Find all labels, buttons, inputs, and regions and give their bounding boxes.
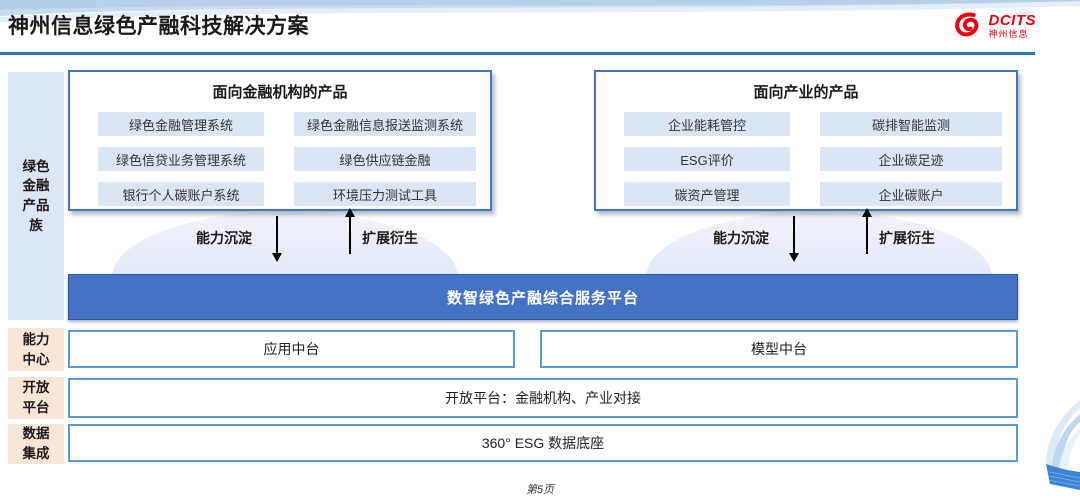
expand-derive-label: 扩展衍生 xyxy=(362,230,418,246)
rail-capability-center-label: 能力中心 xyxy=(22,331,50,367)
rail-product-family: 绿色金融产品族 xyxy=(8,72,64,320)
product-box-financial-title: 面向金融机构的产品 xyxy=(212,84,348,101)
product-item: 绿色金融管理系统 xyxy=(98,112,264,136)
corner-swoosh-decoration xyxy=(1046,400,1080,490)
rail-open-platform: 开放平台 xyxy=(8,377,64,419)
product-box-industry: 面向产业的产品 企业能耗管控 碳排智能监测 ESG评价 企业碳足迹 碳资产管理 … xyxy=(594,70,1018,211)
arrow-up-icon xyxy=(345,208,355,254)
product-item: 绿色供应链金融 xyxy=(294,147,476,171)
page-title: 神州信息绿色产融科技解决方案 xyxy=(8,15,309,38)
esg-data-base-box: 360° ESG 数据底座 xyxy=(68,424,1018,462)
product-item: 企业能耗管控 xyxy=(624,112,790,136)
product-box-financial-items: 绿色金融管理系统 绿色金融信息报送监测系统 绿色信贷业务管理系统 绿色供应链金融… xyxy=(70,102,490,206)
capability-deposit-label: 能力沉淀 xyxy=(196,230,252,246)
company-logo: DCITS 神州信息 xyxy=(951,10,1037,42)
dome-decoration-left xyxy=(112,212,458,274)
platform-banner: 数智绿色产融综合服务平台 xyxy=(68,274,1018,320)
product-box-financial: 面向金融机构的产品 绿色金融管理系统 绿色金融信息报送监测系统 绿色信贷业务管理… xyxy=(68,70,492,211)
rail-capability-center: 能力中心 xyxy=(8,328,64,371)
rail-open-platform-label: 开放平台 xyxy=(22,380,50,415)
logo-brand: DCITS xyxy=(988,12,1036,29)
product-box-industry-items: 企业能耗管控 碳排智能监测 ESG评价 企业碳足迹 碳资产管理 企业碳账户 xyxy=(596,102,1016,206)
model-middle-platform-box: 模型中台 xyxy=(540,330,1018,368)
rail-data-integration: 数据集成 xyxy=(8,424,64,464)
open-platform-box: 开放平台：金融机构、产业对接 xyxy=(68,378,1018,418)
product-item: ESG评价 xyxy=(624,147,790,171)
arrow-down-icon xyxy=(789,216,799,262)
logo-text: DCITS 神州信息 xyxy=(989,13,1037,39)
logo-subtitle: 神州信息 xyxy=(988,29,1029,39)
arrow-down-icon xyxy=(272,216,282,262)
capability-deposit-label: 能力沉淀 xyxy=(713,230,769,246)
page-number: 第5页 xyxy=(525,484,555,496)
rail-data-integration-label: 数据集成 xyxy=(22,426,50,461)
product-item: 碳资产管理 xyxy=(624,182,790,206)
product-item: 企业碳账户 xyxy=(820,182,1002,206)
product-item: 银行个人碳账户系统 xyxy=(98,182,264,206)
expand-derive-label: 扩展衍生 xyxy=(879,230,935,246)
dcits-swirl-icon xyxy=(954,12,978,37)
title-underline xyxy=(0,52,1035,55)
product-item: 绿色金融信息报送监测系统 xyxy=(294,112,476,136)
product-item: 碳排智能监测 xyxy=(820,112,1002,136)
product-item: 绿色信贷业务管理系统 xyxy=(98,147,264,171)
app-middle-platform-box: 应用中台 xyxy=(68,330,515,368)
product-item: 企业碳足迹 xyxy=(820,147,1002,171)
product-item: 环境压力测试工具 xyxy=(294,182,476,206)
rail-product-family-label: 绿色金融产品族 xyxy=(22,158,50,233)
product-box-industry-title: 面向产业的产品 xyxy=(753,84,859,101)
dome-decoration-right xyxy=(646,212,992,274)
arrow-up-icon xyxy=(862,208,872,254)
